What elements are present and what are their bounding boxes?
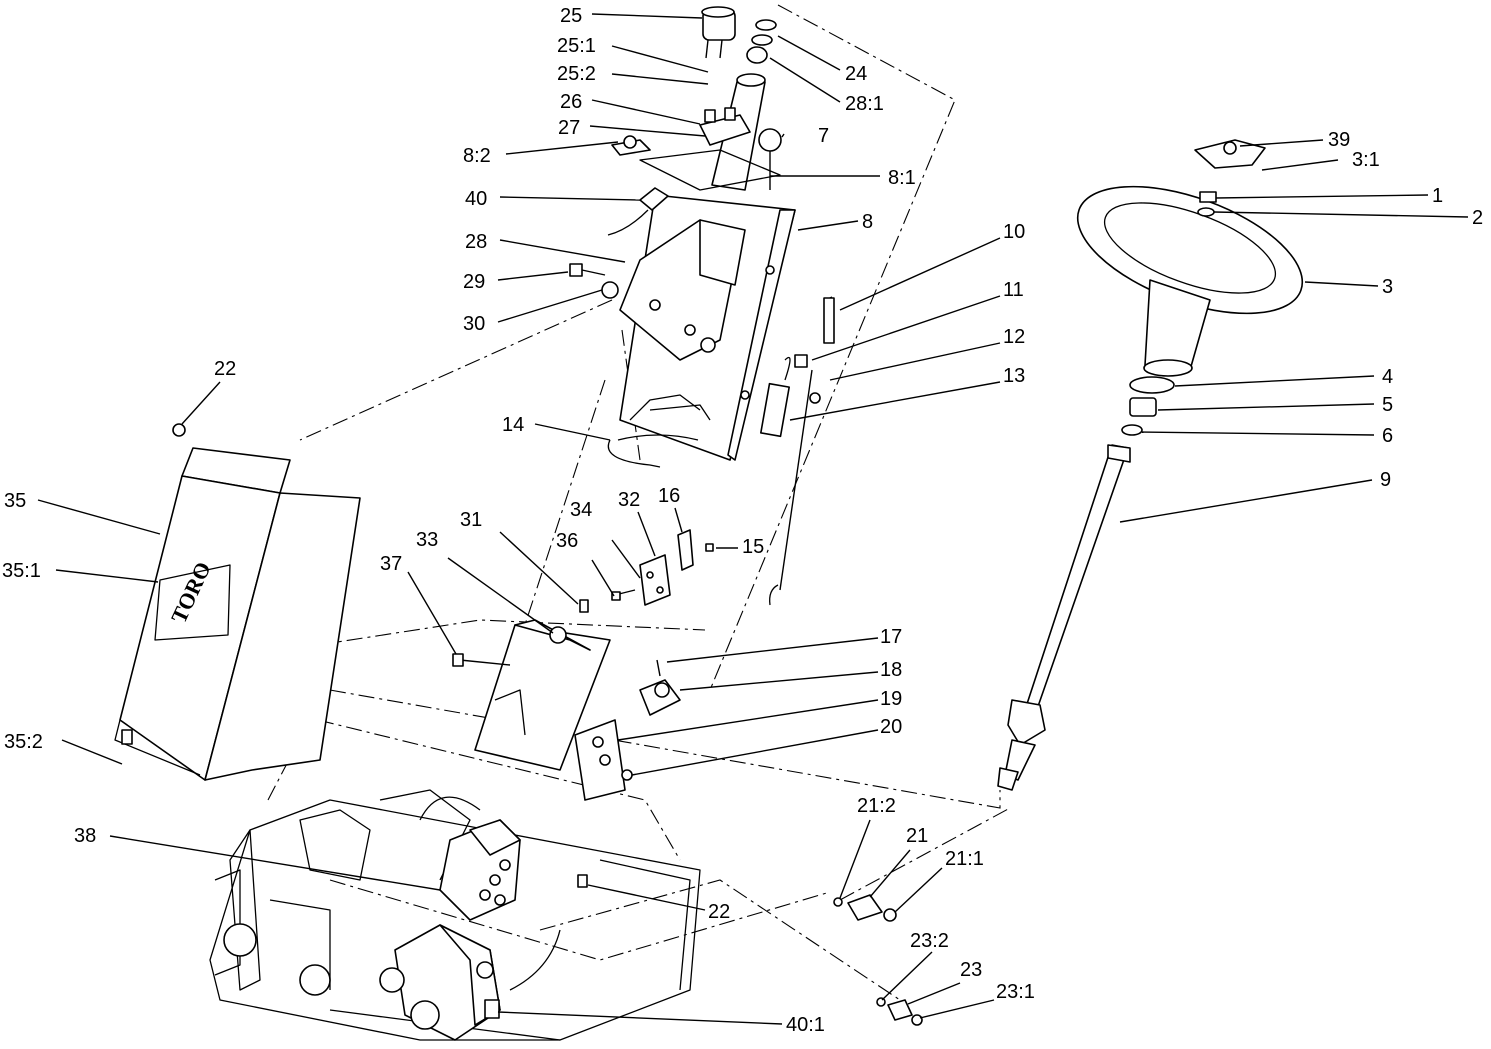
bolt-29 [569, 263, 619, 299]
callout-25-1: 25:1 [557, 35, 596, 57]
steering-valve-38 [379, 796, 561, 1041]
callout-35-1: 35:1 [2, 560, 41, 582]
callout-30: 30 [463, 313, 485, 335]
callout-21-1: 21:1 [945, 848, 984, 870]
springs-and-rod [760, 296, 835, 606]
callout-25: 25 [560, 5, 582, 27]
callout-6: 6 [1382, 425, 1393, 447]
callout-31: 31 [460, 509, 482, 531]
steering-tower-bracket-8 [619, 194, 796, 461]
callout-3-1: 3:1 [1352, 149, 1380, 171]
callout-25-2: 25:2 [557, 63, 596, 85]
callout-29: 29 [463, 271, 485, 293]
steering-shaft-9 [997, 444, 1131, 791]
callout-27: 27 [558, 117, 580, 139]
callout-35-2: 35:2 [4, 731, 43, 753]
callout-22-lower: 22 [708, 901, 730, 923]
callout-15: 15 [742, 536, 764, 558]
fittings-21-23 [833, 894, 923, 1026]
base-frame [209, 789, 701, 1041]
callout-9: 9 [1380, 469, 1391, 491]
leader-lines [37, 13, 1469, 1025]
callout-16: 16 [658, 485, 680, 507]
callout-1: 1 [1432, 185, 1443, 207]
callout-32: 32 [618, 489, 640, 511]
callout-8-1: 8:1 [888, 167, 916, 189]
screw-22-lower [577, 874, 588, 888]
callout-23-2: 23:2 [910, 930, 949, 952]
shroud-35: TORO [114, 423, 361, 781]
callout-5: 5 [1382, 394, 1393, 416]
callout-23-1: 23:1 [996, 981, 1035, 1003]
callout-40: 40 [465, 188, 487, 210]
callout-28-1: 28:1 [845, 93, 884, 115]
callout-17: 17 [880, 626, 902, 648]
callout-13: 13 [1003, 365, 1025, 387]
brackets-17-20 [574, 659, 681, 801]
callout-10: 10 [1003, 221, 1025, 243]
callout-21: 21 [906, 825, 928, 847]
knob-7 [758, 128, 782, 152]
callout-34: 34 [570, 499, 592, 521]
callout-33: 33 [416, 529, 438, 551]
callout-40-1: 40:1 [786, 1014, 825, 1036]
switch-bracket-32 [611, 529, 714, 606]
callout-20: 20 [880, 716, 902, 738]
callout-24: 24 [845, 63, 867, 85]
callout-26: 26 [560, 91, 582, 113]
callout-18: 18 [880, 659, 902, 681]
callout-4: 4 [1382, 366, 1393, 388]
callout-21-2: 21:2 [857, 795, 896, 817]
callout-8: 8 [862, 211, 873, 233]
callout-36: 36 [556, 530, 578, 552]
callout-11: 11 [1003, 279, 1024, 301]
callout-3: 3 [1382, 276, 1393, 298]
callout-23: 23 [960, 959, 982, 981]
callout-12: 12 [1003, 326, 1025, 348]
callout-39: 39 [1328, 129, 1350, 151]
callout-38: 38 [74, 825, 96, 847]
callout-7: 7 [818, 125, 829, 147]
column-tube-28-1 [701, 6, 777, 191]
lever-40 [607, 187, 669, 236]
callout-19: 19 [880, 688, 902, 710]
callout-14: 14 [502, 414, 524, 436]
steering-wheel-3 [1076, 139, 1304, 436]
callout-28: 28 [465, 231, 487, 253]
switch-26-27 [611, 107, 782, 191]
callout-22: 22 [214, 358, 236, 380]
pedal-rod-14 [607, 404, 711, 468]
callout-8-2: 8:2 [463, 145, 491, 167]
callout-37: 37 [380, 553, 402, 575]
lower-bracket-31-33 [452, 599, 611, 771]
callout-2: 2 [1472, 207, 1483, 229]
callout-labels: 25 25:1 25:2 26 27 8:2 40 28 29 30 24 28… [2, 5, 1483, 1036]
callout-35: 35 [4, 490, 26, 512]
